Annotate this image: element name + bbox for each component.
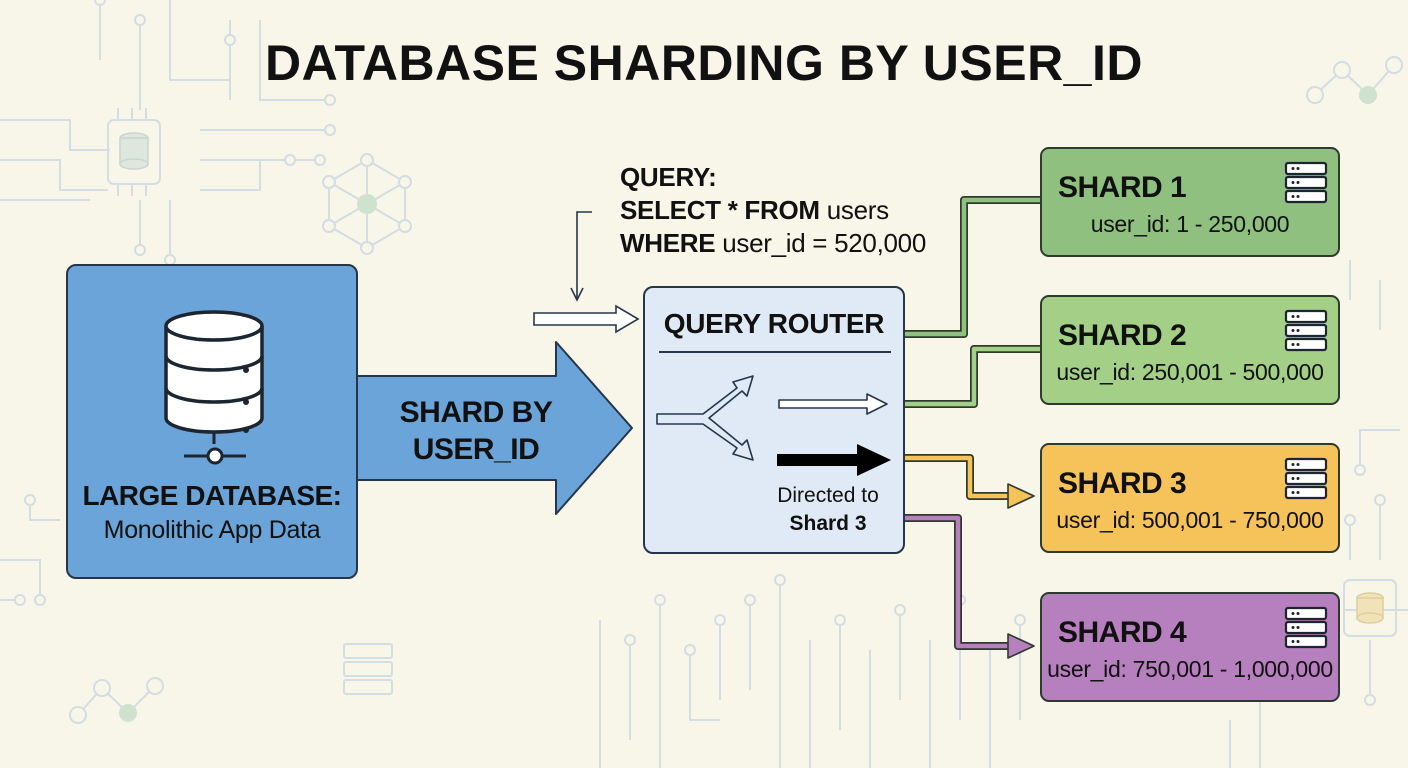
- large-database-box: LARGE DATABASE: Monolithic App Data: [66, 264, 358, 579]
- database-icon: [164, 310, 264, 444]
- large-database-title: LARGE DATABASE:: [82, 480, 342, 511]
- router-divider: [659, 351, 891, 353]
- query-heading: QUERY:: [620, 162, 717, 192]
- shard-2-range: user_id: 250,001 - 500,000: [1056, 359, 1324, 385]
- wire-shard-4: [905, 514, 1035, 659]
- shard-4-box: SHARD 4 user_id: 750,001 - 1,000,000: [1040, 592, 1340, 702]
- shard-by-arrow: [358, 341, 633, 515]
- server-icon: [1284, 457, 1328, 500]
- shard-2-box: SHARD 2 user_id: 250,001 - 500,000: [1040, 295, 1340, 405]
- wire-shard-3: [905, 454, 1035, 509]
- routing-arrows-icon: [656, 375, 891, 476]
- network-connector-icon: [184, 447, 246, 465]
- shard-4-title: SHARD 4: [1058, 616, 1187, 649]
- query-select-line: SELECT * FROM users: [620, 195, 889, 225]
- page-title: DATABASE SHARDING BY USER_ID: [265, 35, 1143, 91]
- wire-shard-1: [905, 196, 1040, 338]
- query-where-line: WHERE user_id = 520,000: [620, 228, 926, 258]
- shard-4-range: user_id: 750,001 - 1,000,000: [1047, 656, 1333, 682]
- shard-by-label: SHARD BY USER_ID: [399, 396, 553, 466]
- server-icon: [1284, 309, 1328, 352]
- query-router-box: QUERY ROUTER Directed to Shard 3: [643, 286, 905, 554]
- directed-to-label: Directed to Shard 3: [777, 484, 879, 535]
- shard-1-box: SHARD 1 user_id: 1 - 250,000: [1040, 147, 1340, 257]
- shard-3-box: SHARD 3 user_id: 500,001 - 750,000: [1040, 443, 1340, 553]
- wire-shard-2: [905, 345, 1040, 408]
- query-text: QUERY: SELECT * FROM users WHERE user_id…: [620, 161, 926, 260]
- shard-1-range: user_id: 1 - 250,000: [1090, 211, 1290, 237]
- shard-3-title: SHARD 3: [1058, 467, 1187, 500]
- server-icon: [1284, 161, 1328, 204]
- query-arrow: [533, 304, 640, 334]
- server-icon: [1284, 606, 1328, 649]
- query-pointer-head: [570, 287, 584, 302]
- shard-2-title: SHARD 2: [1058, 319, 1187, 352]
- shard-1-title: SHARD 1: [1058, 171, 1187, 204]
- shard-3-range: user_id: 500,001 - 750,000: [1056, 507, 1324, 533]
- query-router-title: QUERY ROUTER: [663, 308, 885, 339]
- large-database-subtitle: Monolithic App Data: [103, 516, 321, 544]
- query-pointer-line: [576, 211, 592, 298]
